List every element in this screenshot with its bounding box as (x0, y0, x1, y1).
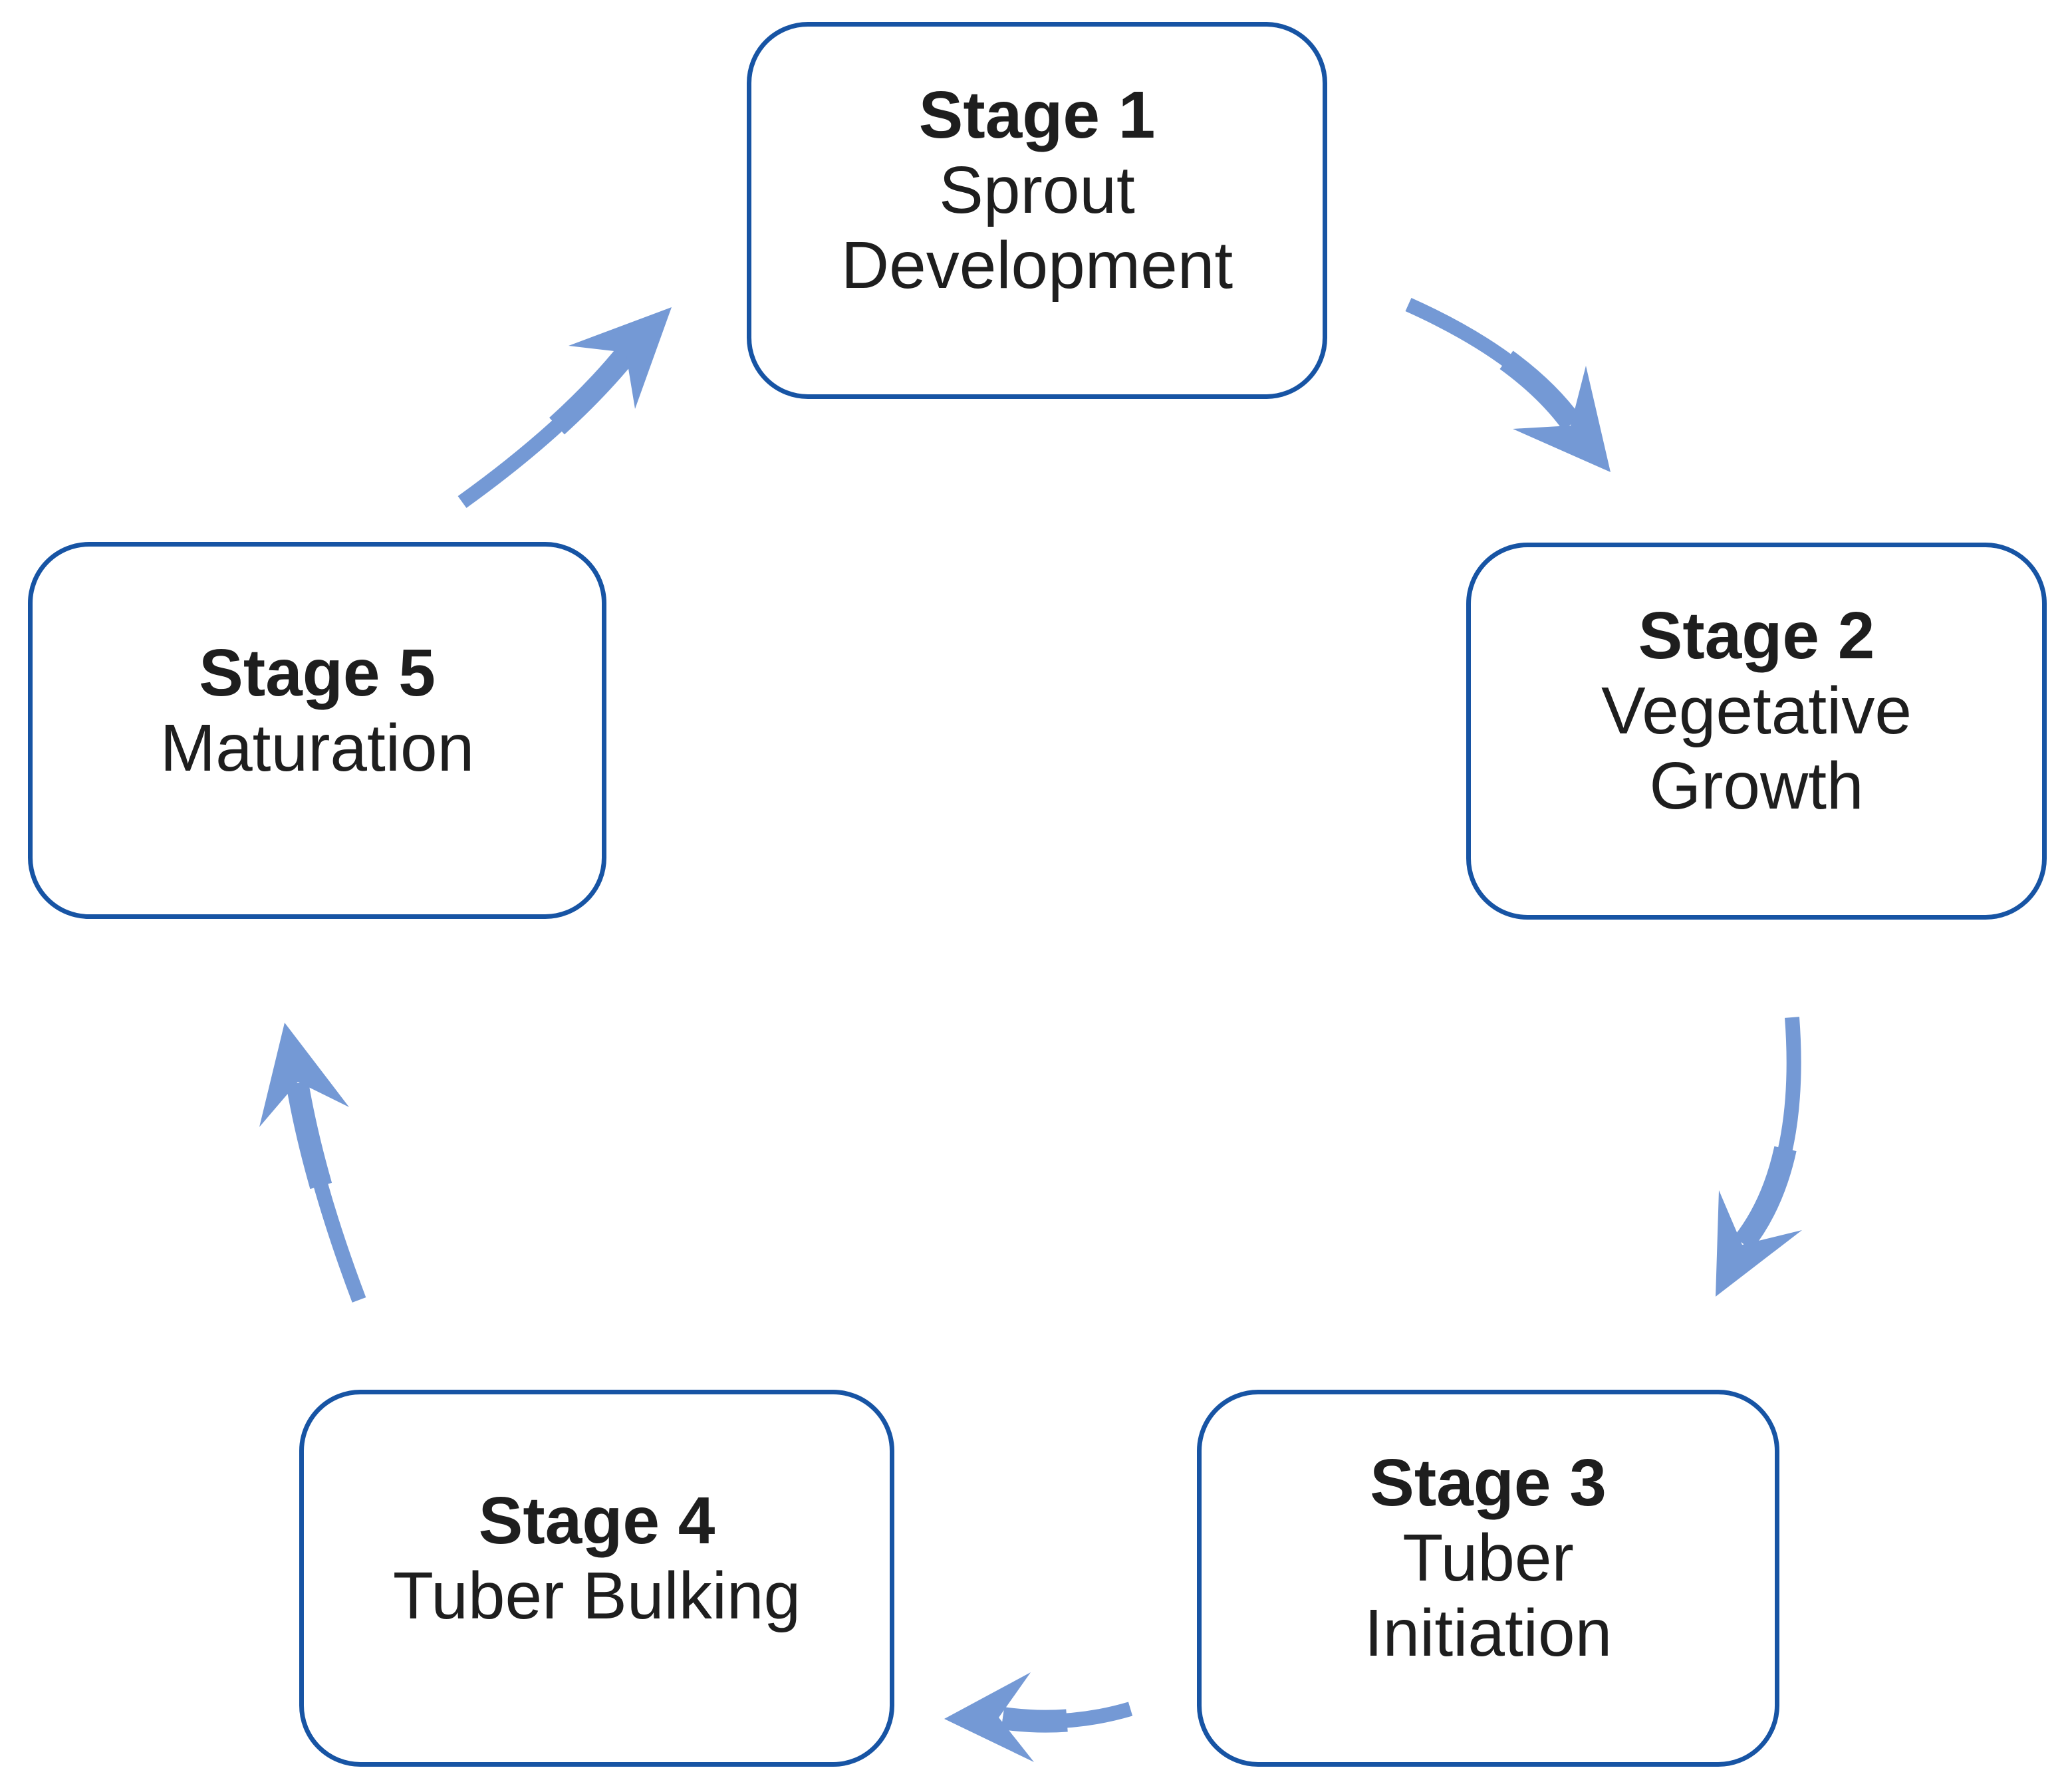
arrow-stage-5-to-stage-1 (457, 307, 672, 508)
stage-1-label-line-2: Development (840, 228, 1233, 303)
stage-3-title: Stage 3 (1370, 1446, 1607, 1520)
stage-3-box: Stage 3 Tuber Initiation (1197, 1390, 1779, 1767)
stage-2-title: Stage 2 (1638, 598, 1875, 673)
stage-5-box: Stage 5 Maturation (28, 542, 606, 919)
stage-5-title: Stage 5 (199, 635, 436, 710)
stage-4-label-line-1: Tuber Bulking (392, 1558, 801, 1633)
stage-4-box: Stage 4 Tuber Bulking (299, 1390, 894, 1767)
stage-2-label-line-2: Growth (1649, 749, 1864, 823)
stage-5-label-line-1: Maturation (160, 710, 475, 785)
arrow-stage-1-to-stage-2 (1405, 297, 1611, 472)
stage-4-title: Stage 4 (478, 1483, 715, 1558)
stage-1-title: Stage 1 (918, 78, 1156, 152)
stage-3-label-line-1: Tuber (1402, 1521, 1574, 1595)
stage-2-box: Stage 2 Vegetative Growth (1466, 543, 2047, 920)
stage-2-label-line-1: Vegetative (1601, 674, 1912, 748)
stage-3-label-line-2: Initiation (1364, 1596, 1613, 1670)
stage-1-label-line-1: Sprout (939, 153, 1135, 227)
stage-1-box: Stage 1 Sprout Development (747, 22, 1327, 399)
arrow-stage-3-to-stage-4 (944, 1672, 1133, 1762)
arrow-stage-4-to-stage-5 (259, 1023, 366, 1303)
arrow-stage-2-to-stage-3 (1716, 1017, 1802, 1297)
